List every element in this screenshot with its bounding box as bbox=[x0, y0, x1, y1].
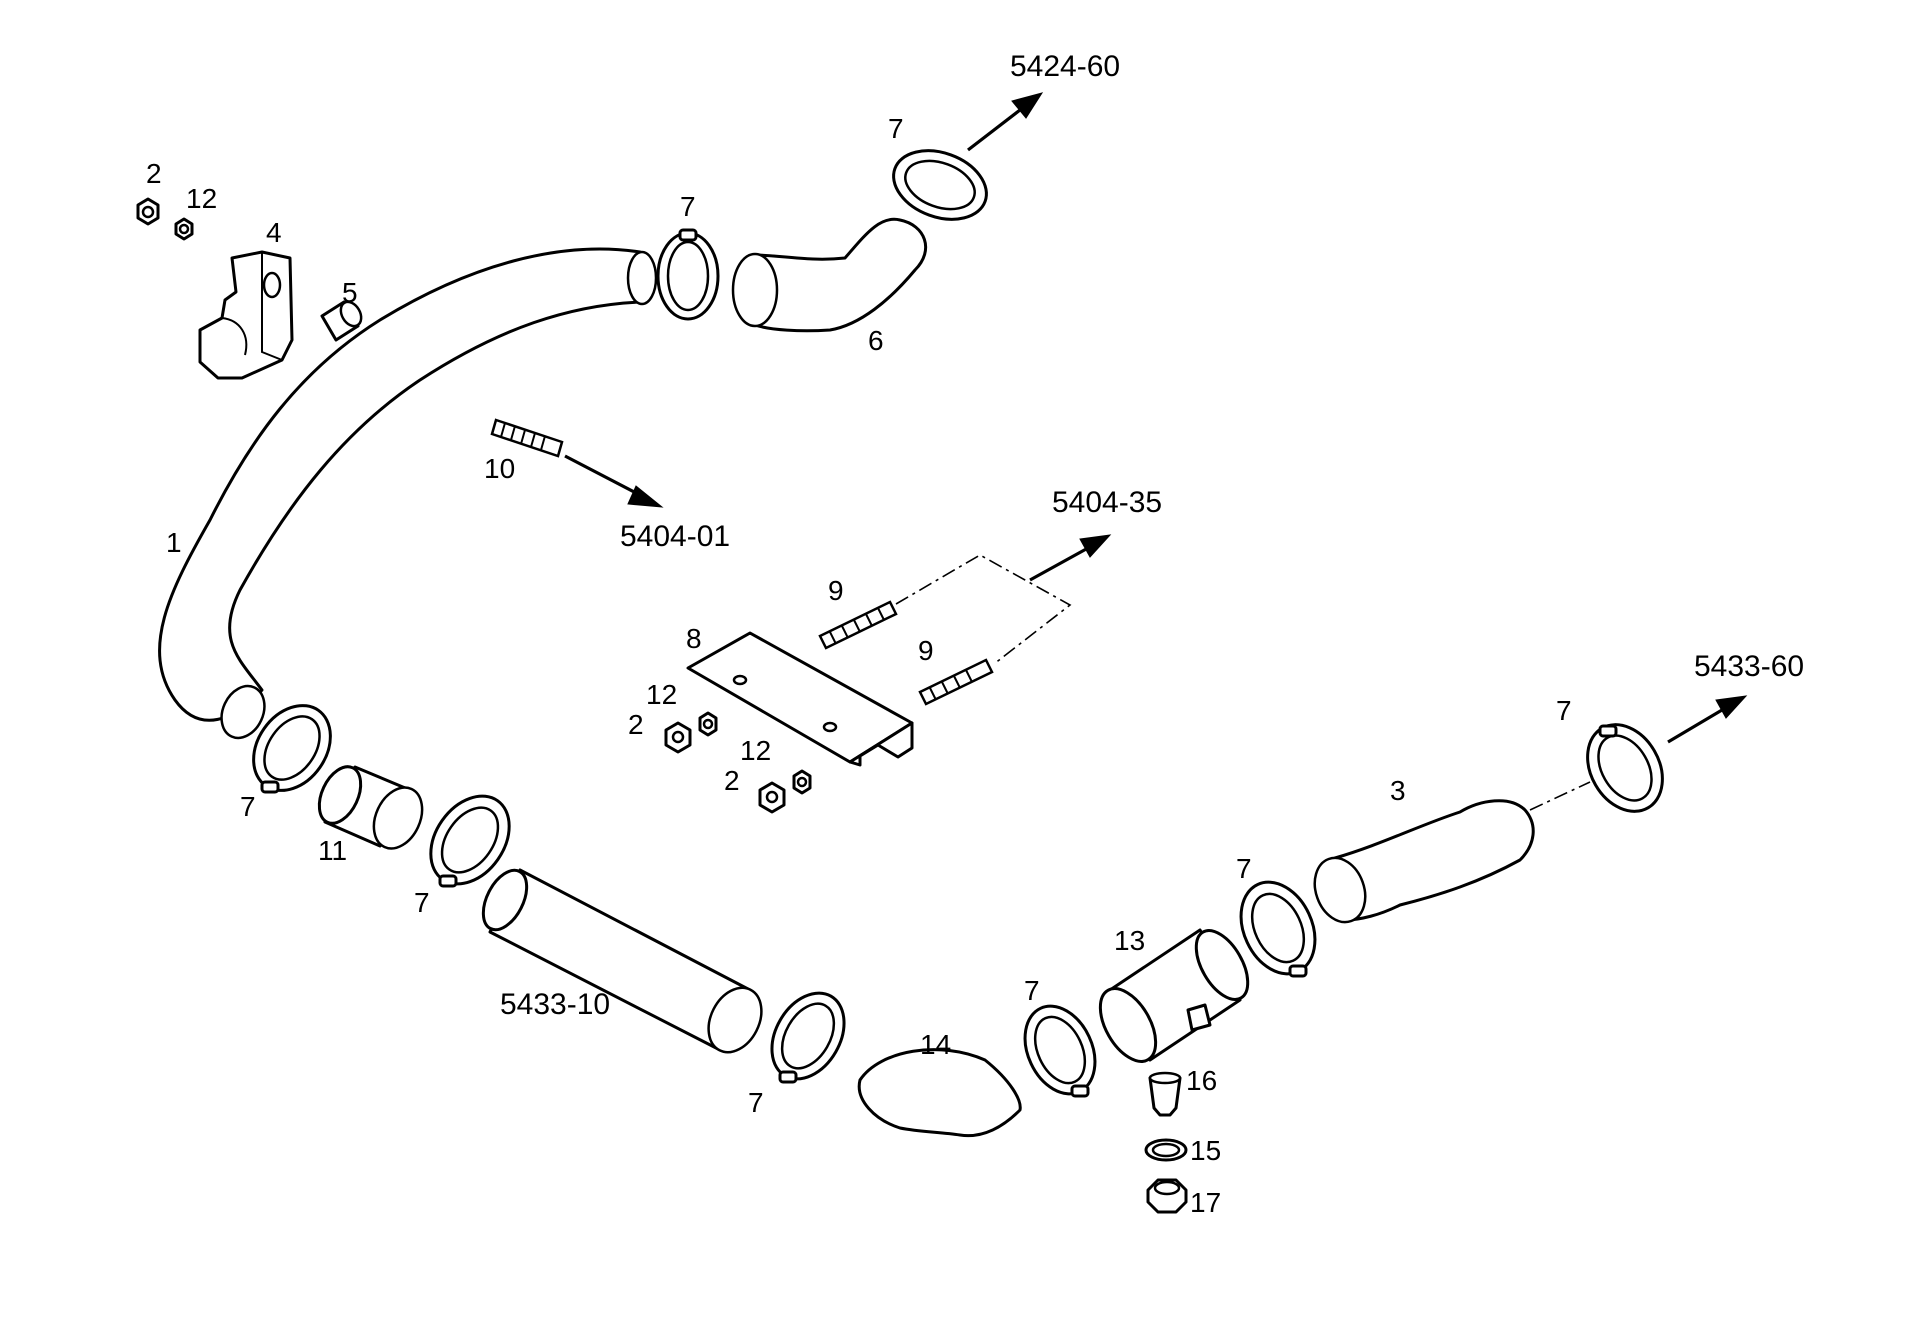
callout-12-top: 12 bbox=[186, 183, 217, 214]
housing-13 bbox=[1098, 928, 1250, 1063]
hose-3 bbox=[1313, 799, 1535, 924]
nut-2-top bbox=[136, 197, 160, 226]
plate-8 bbox=[686, 631, 914, 767]
callout-7-mid-left: 7 bbox=[414, 887, 430, 918]
callout-2-mid: 2 bbox=[628, 709, 644, 740]
arrow-to-5424-60 bbox=[967, 92, 1044, 152]
arrow-to-5433-60 bbox=[1667, 695, 1748, 744]
callout-12-low: 12 bbox=[740, 735, 771, 766]
hose-6 bbox=[731, 217, 928, 333]
elbow-14 bbox=[857, 1048, 1022, 1138]
washer-12-mid bbox=[698, 711, 718, 737]
nut-2-mid bbox=[664, 721, 692, 754]
callout-2-top: 2 bbox=[146, 158, 162, 189]
callout-9-upper: 9 bbox=[828, 575, 844, 606]
callout-12-mid: 12 bbox=[646, 679, 677, 710]
leader-9-to-5404-35 bbox=[895, 554, 1072, 665]
callout-7-right-mid: 7 bbox=[1236, 853, 1252, 884]
callout-6: 6 bbox=[868, 325, 884, 356]
callout-3: 3 bbox=[1390, 775, 1406, 806]
washer-12-top bbox=[174, 217, 194, 241]
callout-7-top-mid: 7 bbox=[680, 191, 696, 222]
spacer-5 bbox=[320, 300, 363, 342]
washer-12-low bbox=[792, 769, 812, 795]
bracket-4 bbox=[198, 250, 294, 380]
callout-1: 1 bbox=[166, 527, 182, 558]
callout-7-left: 7 bbox=[240, 791, 256, 822]
callout-13: 13 bbox=[1114, 925, 1145, 956]
callout-7-far-right: 7 bbox=[1556, 695, 1572, 726]
clamp-7-top-mid bbox=[656, 228, 720, 321]
callout-5: 5 bbox=[342, 277, 358, 308]
callout-7-top-right: 7 bbox=[888, 113, 904, 144]
ref-5404-01: 5404-01 bbox=[620, 520, 730, 553]
pipe-5433-10 bbox=[481, 868, 763, 1054]
callout-11: 11 bbox=[318, 835, 347, 866]
callout-7-bottom-left: 7 bbox=[748, 1087, 764, 1118]
callout-16: 16 bbox=[1186, 1065, 1217, 1096]
callout-17: 17 bbox=[1190, 1187, 1221, 1218]
clamp-7-mid-left bbox=[429, 794, 511, 888]
ref-5433-10: 5433-10 bbox=[500, 988, 610, 1021]
leader-3-to-clamp bbox=[1529, 781, 1591, 811]
callout-14: 14 bbox=[920, 1029, 951, 1060]
callout-7-bottom-mid: 7 bbox=[1024, 975, 1040, 1006]
hose-1 bbox=[158, 247, 658, 740]
seal-15 bbox=[1144, 1138, 1188, 1162]
ref-5424-60: 5424-60 bbox=[1010, 50, 1120, 83]
stud-9-lower bbox=[918, 658, 994, 706]
ref-5433-60: 5433-60 bbox=[1694, 650, 1804, 683]
clamp-7-far-right bbox=[1586, 723, 1664, 813]
stud-10 bbox=[490, 418, 564, 458]
callout-9-lower: 9 bbox=[918, 635, 934, 666]
stud-9-upper bbox=[818, 600, 898, 650]
arrow-to-5404-01 bbox=[564, 454, 664, 508]
clamp-7-bottom-left bbox=[770, 991, 846, 1084]
clamp-7-left bbox=[252, 704, 332, 794]
plug-17 bbox=[1146, 1178, 1188, 1214]
sleeve-11 bbox=[317, 765, 424, 850]
callout-8: 8 bbox=[686, 623, 702, 654]
callout-15: 15 bbox=[1190, 1135, 1221, 1166]
callout-10: 10 bbox=[484, 453, 515, 484]
fitting-16 bbox=[1148, 1071, 1182, 1117]
ref-5404-35: 5404-35 bbox=[1052, 486, 1162, 519]
callout-2-low: 2 bbox=[724, 765, 740, 796]
clamp-7-top-right bbox=[892, 149, 988, 221]
callout-4: 4 bbox=[266, 217, 282, 248]
clamp-7-right-mid bbox=[1239, 880, 1317, 978]
nut-2-low bbox=[758, 781, 786, 814]
clamp-7-bottom-mid bbox=[1023, 1004, 1097, 1098]
arrow-to-5404-35 bbox=[1029, 534, 1112, 582]
